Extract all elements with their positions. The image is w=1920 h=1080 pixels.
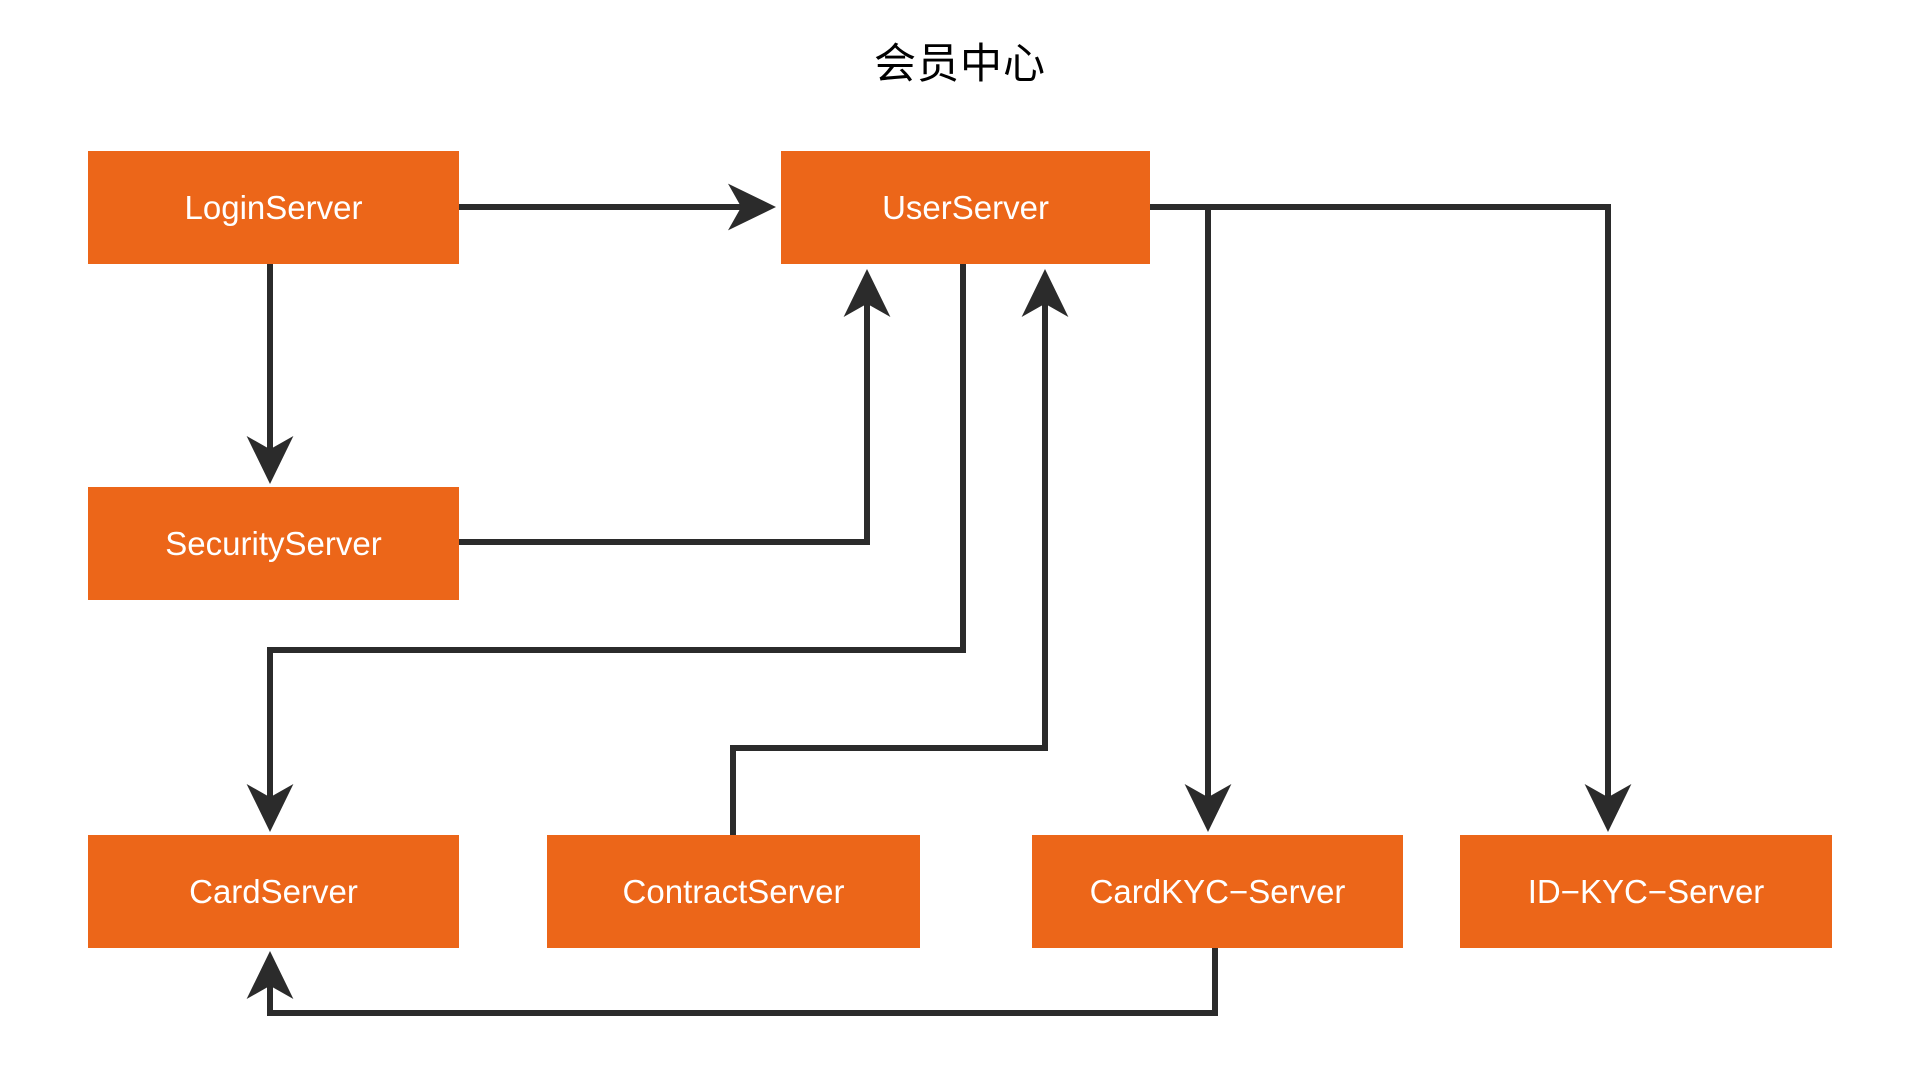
node-label: LoginServer [184,188,363,226]
node-label: CardServer [189,872,358,910]
diagram-title: 会员中心 [873,39,1046,88]
edge-user-to-card [246,264,966,832]
node-idkyc[interactable]: ID−KYC−Server [1460,835,1832,948]
node-label: ContractServer [622,872,845,910]
node-contract[interactable]: ContractServer [547,835,920,948]
node-user[interactable]: UserServer [781,151,1150,264]
node-label: ID−KYC−Server [1527,872,1765,910]
node-label: SecurityServer [165,524,382,562]
node-login[interactable]: LoginServer [88,151,459,264]
node-cardkyc[interactable]: CardKYC−Server [1032,835,1403,948]
edge-user-to-cardkyc [1150,204,1232,832]
node-security[interactable]: SecurityServer [88,487,459,600]
edge-cardkyc-to-card [246,948,1218,1016]
node-card[interactable]: CardServer [88,835,459,948]
edge-contract-to-user [730,269,1069,835]
edge-security-to-user [459,269,891,545]
edge-user-to-idkyc [1150,204,1632,832]
node-label: CardKYC−Server [1089,872,1346,910]
node-label: UserServer [882,188,1049,226]
